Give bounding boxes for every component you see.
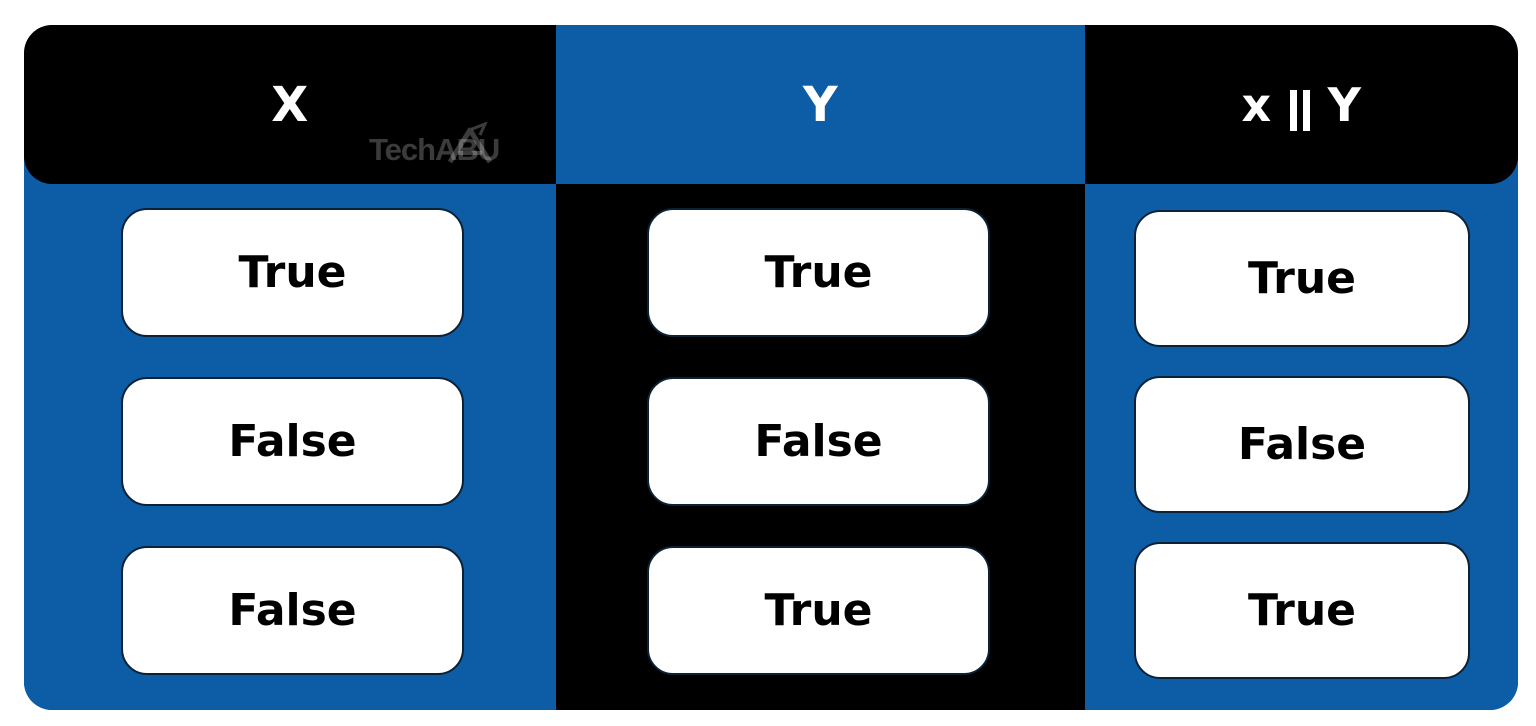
x-row-3-value: False bbox=[228, 585, 357, 636]
x-or-y-row-3-value: True bbox=[1247, 585, 1357, 636]
column-x-or-y-right-label: Y bbox=[1327, 77, 1362, 132]
y-row-3-cell: True bbox=[647, 546, 990, 675]
column-y: Y True False True bbox=[556, 25, 1085, 710]
column-x-or-y: x Y True False True bbox=[1085, 25, 1518, 710]
column-x-or-y-left-label: x bbox=[1241, 77, 1272, 132]
x-row-1-value: True bbox=[238, 247, 347, 298]
truth-table: X TechABU True False False bbox=[24, 25, 1518, 710]
x-row-3-cell: False bbox=[121, 546, 464, 675]
column-x-body: True False False bbox=[24, 184, 556, 710]
x-row-2-value: False bbox=[228, 416, 357, 467]
column-x-or-y-header: x Y bbox=[1085, 25, 1518, 184]
x-or-y-row-2-value: False bbox=[1237, 419, 1367, 470]
column-y-body: True False True bbox=[556, 184, 1085, 710]
y-row-2-cell: False bbox=[647, 377, 990, 506]
logical-or-symbol-icon bbox=[1289, 90, 1310, 131]
y-row-3-value: True bbox=[764, 585, 873, 636]
x-row-2-cell: False bbox=[121, 377, 464, 506]
y-row-2-value: False bbox=[754, 416, 883, 467]
x-row-1-cell: True bbox=[121, 208, 464, 337]
y-row-1-value: True bbox=[764, 247, 873, 298]
x-or-y-row-1-cell: True bbox=[1134, 210, 1470, 347]
column-x: X TechABU True False False bbox=[24, 25, 556, 710]
column-x-header: X bbox=[24, 25, 556, 184]
column-y-title: Y bbox=[802, 76, 839, 133]
y-row-1-cell: True bbox=[647, 208, 990, 337]
x-or-y-row-1-value: True bbox=[1247, 253, 1357, 304]
column-x-or-y-body: True False True bbox=[1085, 184, 1518, 710]
column-x-title: X bbox=[271, 76, 309, 133]
column-y-header: Y bbox=[556, 25, 1085, 184]
x-or-y-row-2-cell: False bbox=[1134, 376, 1470, 513]
x-or-y-row-3-cell: True bbox=[1134, 542, 1470, 679]
